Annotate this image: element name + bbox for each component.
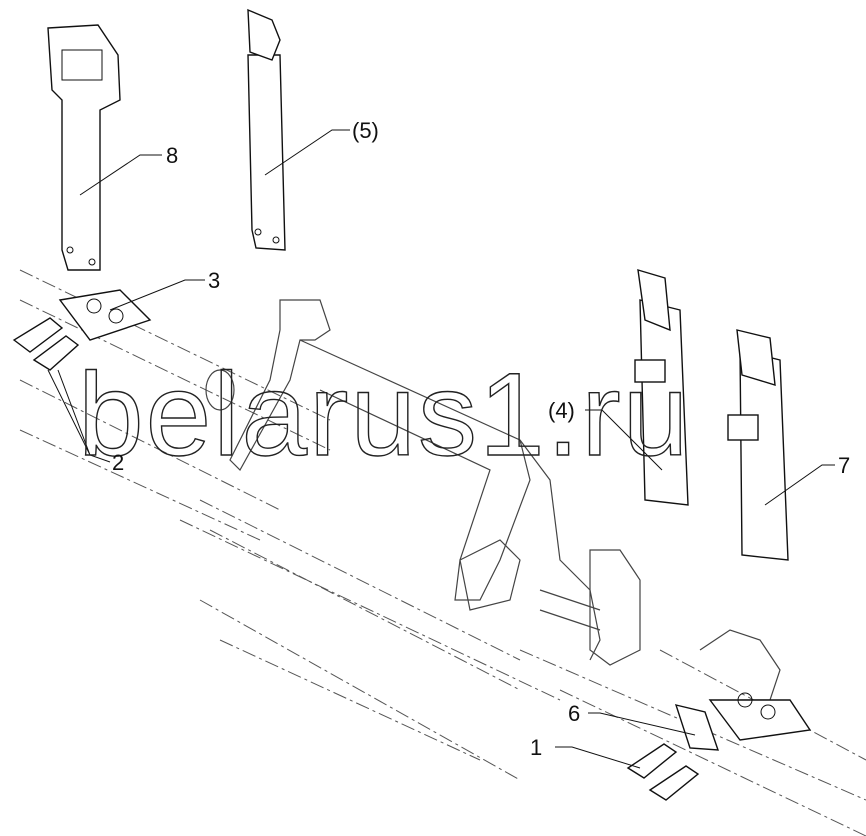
bolts-lower (626, 692, 812, 801)
label-part-4: (4) (548, 398, 575, 423)
part-5-strap (247, 8, 286, 251)
label-part-5: (5) (352, 118, 379, 143)
part-4-strap (634, 269, 689, 506)
label-part-6: 6 (568, 701, 580, 726)
label-part-1: 1 (530, 735, 542, 760)
label-part-7: 7 (838, 453, 850, 478)
label-part-8: 8 (166, 143, 178, 168)
label-part-3: 3 (208, 268, 220, 293)
label-part-2: 2 (112, 450, 124, 475)
leader-lines (47, 129, 835, 769)
part-7-strap (727, 329, 789, 561)
part-8-strap (47, 24, 121, 271)
watermark: belarus1.ru (78, 349, 690, 481)
